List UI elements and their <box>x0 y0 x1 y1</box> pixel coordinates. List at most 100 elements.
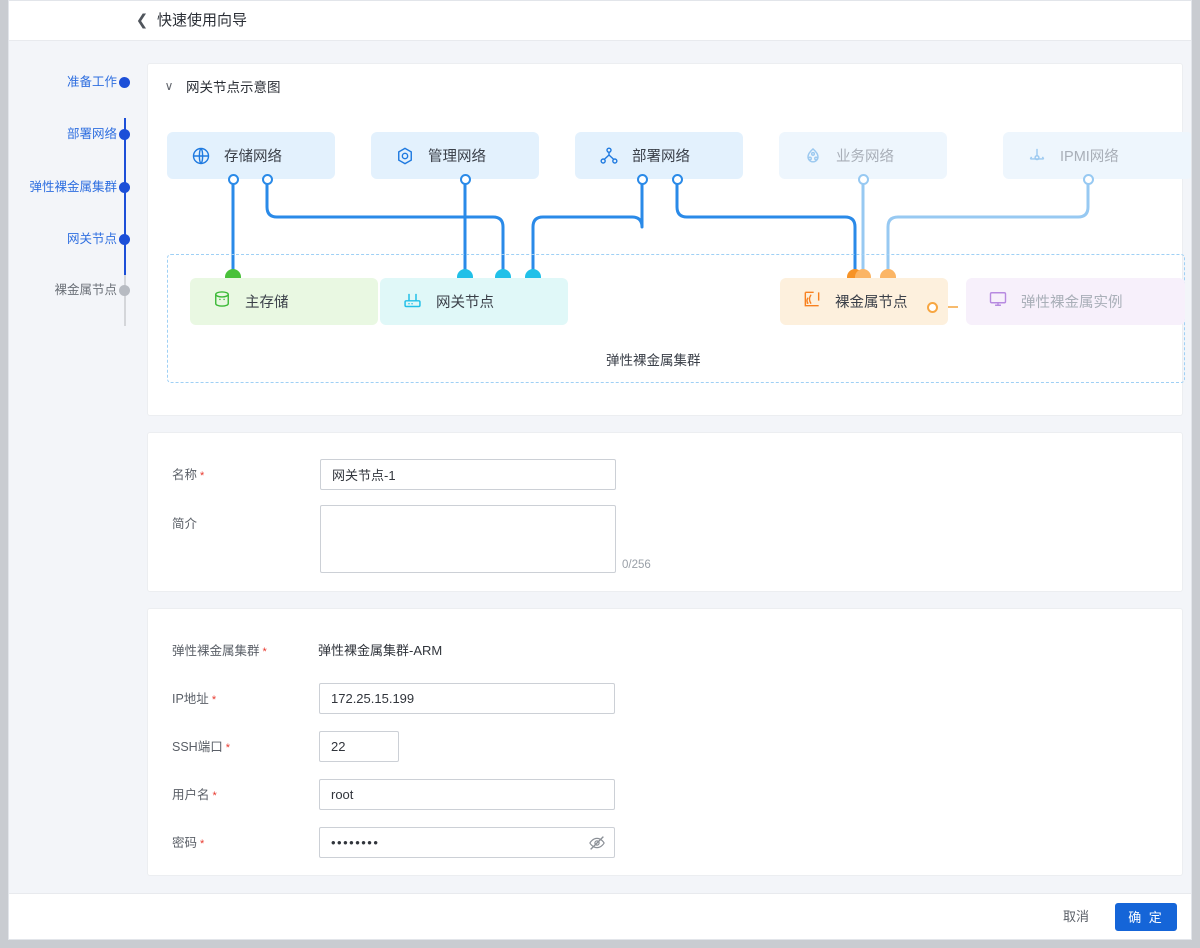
basic-info-card: 名称* 简介 0/256 <box>147 432 1183 592</box>
network-label: 存储网络 <box>224 149 282 165</box>
router-icon <box>402 289 423 315</box>
diagram-card: ∨ 网关节点示意图 <box>147 63 1191 417</box>
label-text: 弹性裸金属集群 <box>172 644 260 658</box>
signal-icon <box>802 289 822 314</box>
required-marker: * <box>200 470 205 482</box>
node-box-instance: 弹性裸金属实例 <box>966 278 1185 325</box>
sidebar-step-1[interactable]: 部署网络 <box>9 125 139 143</box>
step-dot <box>119 129 130 140</box>
step-sidebar: 准备工作 部署网络 弹性裸金属集群 网关节点 裸金属节点 <box>9 42 139 902</box>
password-field-label: 密码* <box>172 834 204 853</box>
required-marker: * <box>225 742 230 754</box>
name-input[interactable] <box>320 459 616 490</box>
step-rail-progress <box>124 118 126 275</box>
required-marker: * <box>212 790 217 802</box>
diagram-title: 网关节点示意图 <box>186 80 281 95</box>
label-text: IP地址 <box>172 692 209 706</box>
desc-field-label: 简介 <box>172 515 197 533</box>
step-label: 网关节点 <box>66 232 117 246</box>
port-baremetal-instance-link <box>927 302 938 313</box>
port-management-a <box>460 174 471 185</box>
username-field-label: 用户名* <box>172 786 217 805</box>
desc-textarea[interactable] <box>320 505 616 573</box>
network-label: 管理网络 <box>428 149 486 165</box>
step-label: 裸金属节点 <box>54 283 117 297</box>
network-box-management[interactable]: 管理网络 <box>371 132 539 179</box>
cancel-button[interactable]: 取消 <box>1049 903 1103 931</box>
page-title: 快速使用向导 <box>157 12 248 29</box>
port-deployment-b <box>672 174 683 185</box>
hexagon-target-icon <box>395 146 415 166</box>
name-field-label: 名称* <box>172 466 204 485</box>
node-label: 裸金属节点 <box>835 295 908 311</box>
label-text: SSH端口 <box>172 740 223 754</box>
step-label: 准备工作 <box>66 75 117 89</box>
topology-wires <box>231 181 1090 308</box>
label-text: 密码 <box>172 836 198 850</box>
ip-address-input[interactable] <box>319 683 615 714</box>
diagram-card-header[interactable]: ∨ 网关节点示意图 <box>162 76 281 96</box>
share-nodes-icon <box>599 146 619 166</box>
network-box-ipmi: IPMI网络 <box>1003 132 1191 179</box>
node-label: 网关节点 <box>436 295 494 311</box>
port-deployment-a <box>637 174 648 185</box>
ipmi-icon <box>1027 146 1047 166</box>
plug-gateway-b <box>457 269 473 278</box>
network-box-business: 业务网络 <box>779 132 947 179</box>
sidebar-step-0[interactable]: 准备工作 <box>9 73 139 91</box>
step-label: 部署网络 <box>66 127 117 141</box>
plug-baremetal-b <box>855 269 871 278</box>
node-label: 主存储 <box>245 295 289 311</box>
ssh-port-field-label: SSH端口* <box>172 738 230 757</box>
connection-card: 弹性裸金属集群* 弹性裸金属集群-ARM IP地址* SSH端口* 用户名* 密… <box>147 608 1183 876</box>
plug-baremetal-c <box>880 269 896 278</box>
top-bar: ❮ 快速使用向导 <box>9 1 1191 41</box>
ssh-port-input[interactable] <box>319 731 399 762</box>
sidebar-step-3[interactable]: 网关节点 <box>9 230 139 248</box>
network-box-storage[interactable]: 存储网络 <box>167 132 335 179</box>
port-storage-a <box>228 174 239 185</box>
step-dot <box>119 234 130 245</box>
node-box-primary-storage[interactable]: 主存储 <box>190 278 378 325</box>
network-topology-diagram: 存储网络 管理网络 部署网络 <box>148 64 1191 417</box>
confirm-button[interactable]: 确 定 <box>1115 903 1177 931</box>
eye-off-icon[interactable] <box>588 834 606 852</box>
step-dot <box>119 285 130 296</box>
required-marker: * <box>200 838 205 850</box>
required-marker: * <box>211 694 217 706</box>
globe-icon <box>191 146 211 166</box>
plug-gateway-c <box>525 269 541 278</box>
step-dot <box>119 182 130 193</box>
port-business-a <box>858 174 869 185</box>
sidebar-step-4[interactable]: 裸金属节点 <box>9 281 139 299</box>
password-input[interactable] <box>319 827 615 858</box>
ip-field-label: IP地址* <box>172 690 216 709</box>
username-input[interactable] <box>319 779 615 810</box>
step-label: 弹性裸金属集群 <box>29 180 117 194</box>
database-icon <box>212 289 232 314</box>
label-text: 用户名 <box>172 788 210 802</box>
network-label: 业务网络 <box>836 149 894 165</box>
required-marker: * <box>262 646 267 658</box>
cloud-nodes-icon <box>803 146 823 166</box>
cluster-field-label: 弹性裸金属集群* <box>172 642 267 661</box>
wizard-window: ❮ 快速使用向导 准备工作 部署网络 弹性裸金属集群 网关节点 裸金属节点 ∨ <box>8 0 1192 940</box>
network-label: IPMI网络 <box>1060 149 1119 165</box>
chevron-down-icon[interactable]: ∨ <box>164 79 174 93</box>
cluster-label: 弹性裸金属集群 <box>606 353 701 368</box>
port-storage-b <box>262 174 273 185</box>
node-label: 弹性裸金属实例 <box>1021 295 1123 311</box>
label-text: 简介 <box>172 517 198 531</box>
plug-storage <box>225 269 241 278</box>
node-box-gateway[interactable]: 网关节点 <box>380 278 568 325</box>
monitor-icon <box>988 289 1008 314</box>
footer-bar: 取消 确 定 <box>9 893 1191 939</box>
back-chevron-icon[interactable]: ❮ <box>135 12 149 29</box>
port-ipmi-a <box>1083 174 1094 185</box>
sidebar-step-2[interactable]: 弹性裸金属集群 <box>9 178 139 196</box>
node-box-baremetal[interactable]: 裸金属节点 <box>780 278 948 325</box>
cluster-value: 弹性裸金属集群-ARM <box>318 643 443 658</box>
step-dot <box>119 77 130 88</box>
plug-gateway-a <box>495 269 511 278</box>
network-box-deployment[interactable]: 部署网络 <box>575 132 743 179</box>
